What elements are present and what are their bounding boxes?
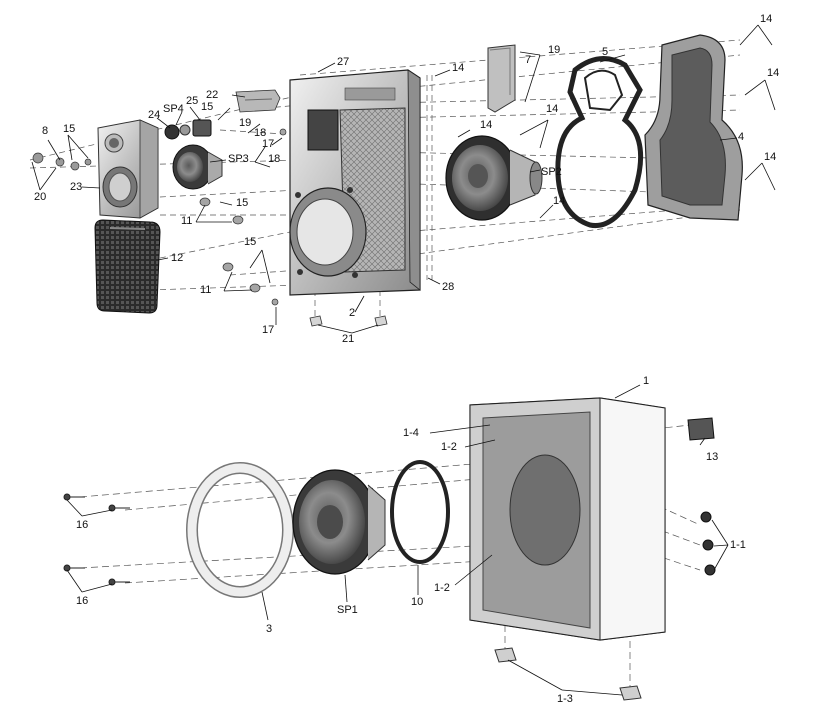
- cabinet-1: [469, 397, 666, 641]
- rear-enclosure-4: [644, 34, 743, 221]
- nuts-1-1: [700, 511, 716, 576]
- gasket-5: [555, 56, 644, 229]
- feet-21: [309, 315, 388, 327]
- bracket-7: [487, 44, 516, 113]
- speaker-sp2: [445, 135, 543, 221]
- tweeter-housing-23: [97, 119, 159, 219]
- speaker-sp4: [164, 119, 212, 140]
- leader-lines: [31, 24, 776, 696]
- mounting-ring-3: [186, 462, 294, 598]
- grille-12: [94, 219, 161, 314]
- speaker-sp3: [172, 144, 223, 190]
- bracket-22: [235, 89, 281, 113]
- front-baffle-2: [289, 69, 421, 296]
- bolts-middle: [199, 128, 287, 306]
- gasket-ring-10: [390, 460, 450, 564]
- screws-left: [32, 152, 92, 171]
- feet-1-3: [494, 647, 642, 701]
- pad-13: [687, 417, 715, 441]
- screws-16: [63, 493, 130, 586]
- speaker-sp1: [292, 469, 386, 575]
